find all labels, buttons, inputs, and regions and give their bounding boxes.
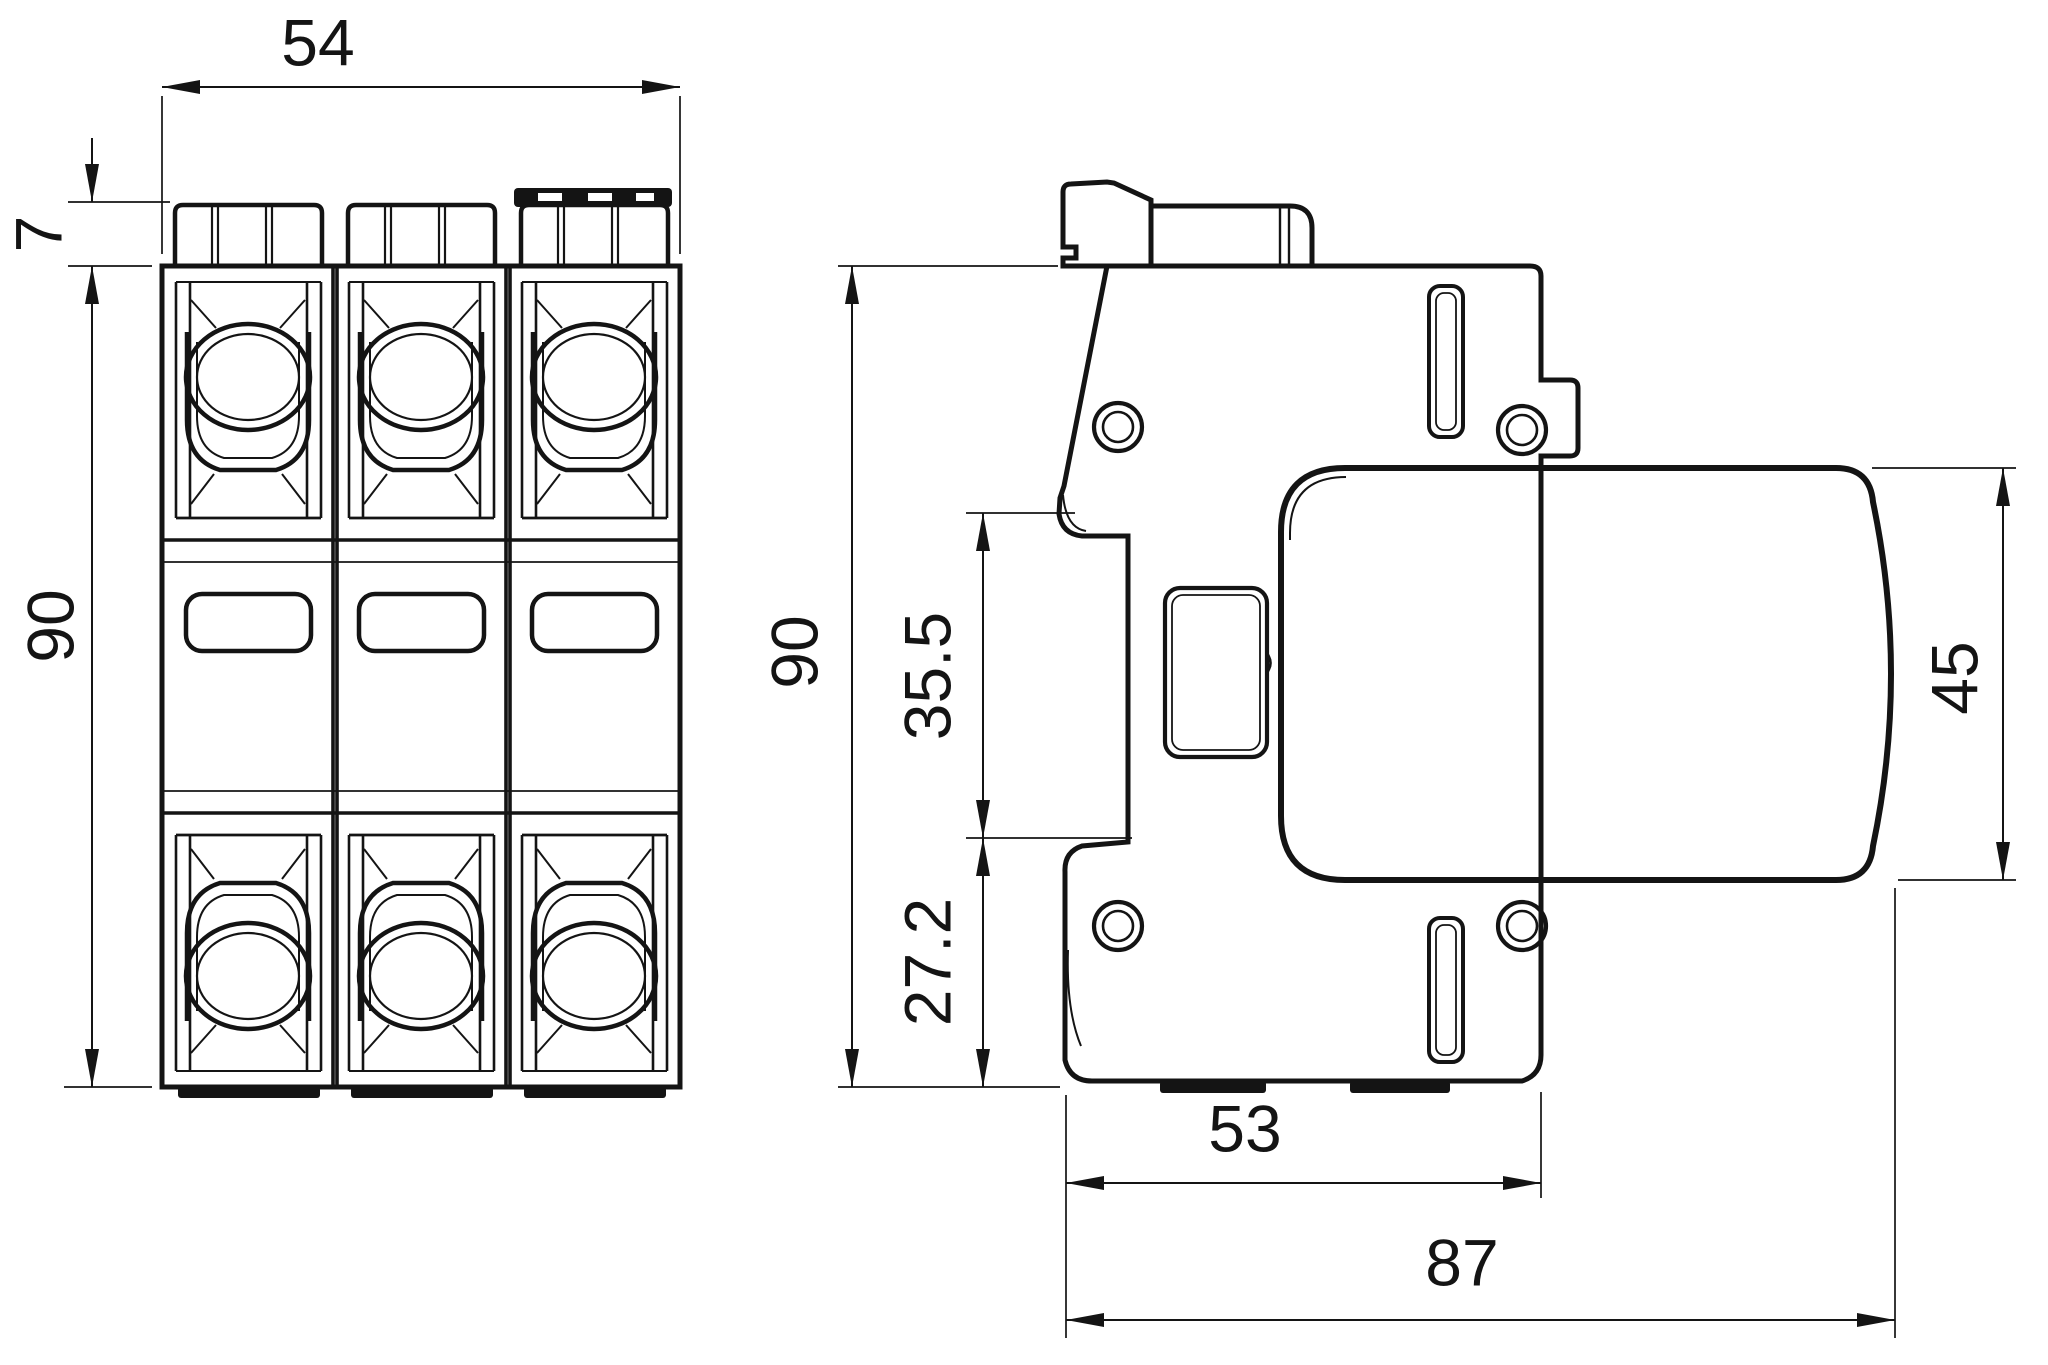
dim-87: 87 (1066, 888, 1896, 1338)
front-view: 54 7 90 (1, 5, 683, 1098)
top-clip-block (1060, 179, 1154, 269)
top-terminal-tab (1148, 203, 1315, 269)
lower-lip-detail (1066, 949, 1082, 1047)
dim-53: 53 (1065, 1091, 1542, 1338)
dim-label-54: 54 (281, 5, 354, 79)
mounting-recess (1162, 585, 1272, 760)
dim-label-35-5: 35.5 (890, 612, 964, 740)
front-module-2 (348, 205, 495, 1071)
dim-label-7: 7 (1, 216, 75, 253)
dim-90-front: 90 (13, 266, 152, 1088)
dim-45: 45 (1872, 467, 2016, 881)
lower-slot (1427, 916, 1465, 1064)
front-module-3 (521, 205, 668, 1071)
dim-90-side: 90 (757, 265, 1060, 1088)
plug-module (1278, 465, 1895, 883)
dim-35-5: 35.5 (890, 512, 1132, 839)
lower-slot-inner (1435, 924, 1457, 1056)
screw-holes (1091, 400, 1549, 953)
dim-label-45: 45 (1917, 641, 1991, 714)
top-tab-detail (1278, 206, 1291, 266)
remote-contact-cap (514, 188, 672, 207)
dim-label-27-2: 27.2 (890, 898, 964, 1026)
upper-slot-inner (1435, 292, 1457, 431)
dim-label-90-front: 90 (13, 589, 87, 662)
dim-label-87: 87 (1425, 1225, 1498, 1299)
upper-slot (1427, 284, 1465, 439)
front-module-1 (175, 205, 322, 1071)
side-feet (1160, 1081, 1450, 1093)
base-outline (1056, 263, 1581, 1084)
dim-7: 7 (1, 138, 170, 304)
dim-54: 54 (161, 5, 681, 254)
side-view: 90 35.5 27.2 45 (757, 179, 2016, 1338)
dim-27-2: 27.2 (890, 838, 990, 1087)
front-feet (178, 1087, 666, 1098)
dim-label-53: 53 (1208, 1091, 1281, 1165)
module-separators (331, 266, 512, 1087)
front-body-outline (159, 263, 683, 1090)
plug-module-inner-line (1289, 476, 1347, 540)
dim-label-90-side: 90 (757, 615, 831, 688)
upper-lip-detail (1062, 494, 1087, 532)
